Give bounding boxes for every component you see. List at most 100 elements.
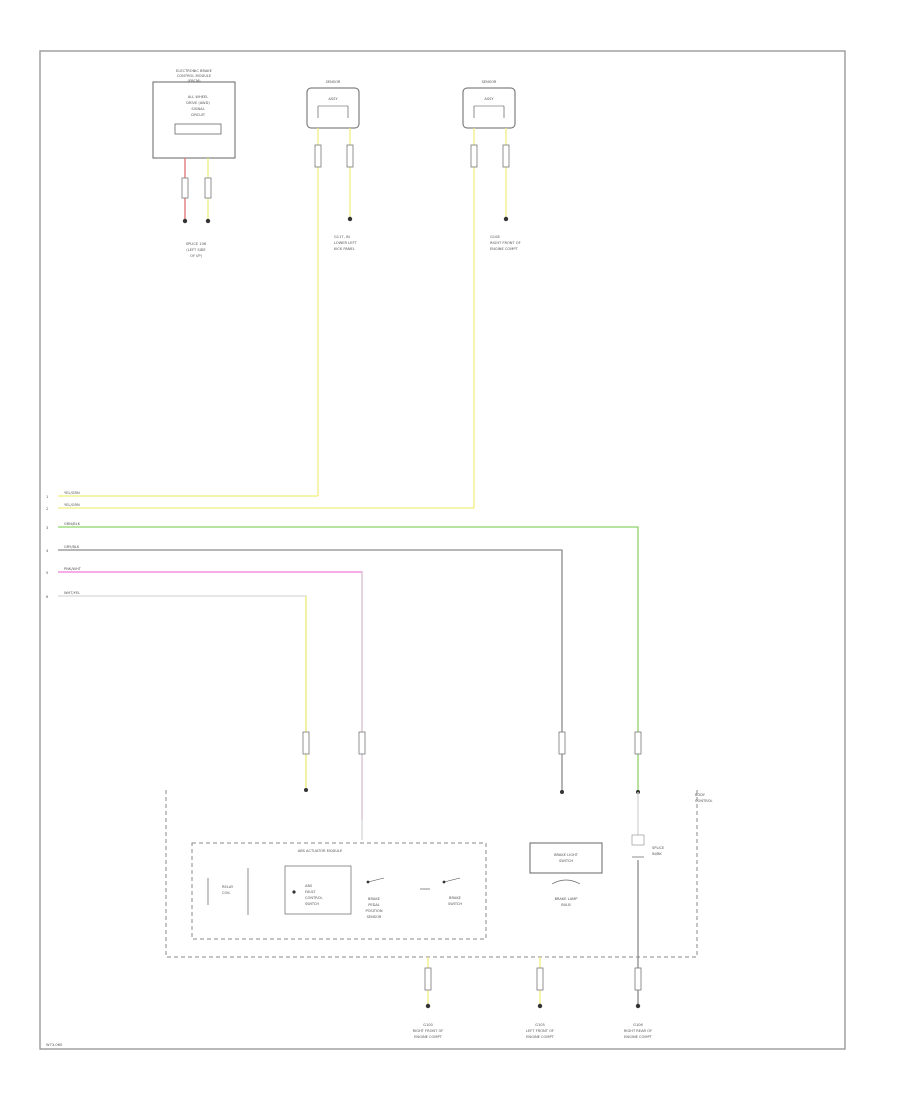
ebcm-title-line1: ELECTRONIC BRAKE	[176, 69, 213, 73]
ground-3-l2: RIGHT REAR OF	[624, 1029, 652, 1033]
splice-label-l2: IN/BK	[652, 852, 662, 856]
brake-light-switch-l2: SWITCH	[559, 859, 573, 863]
relay-label-l1: RELAY	[222, 885, 234, 889]
terminal-dot	[425, 1003, 431, 1009]
terminal-dot	[182, 218, 188, 224]
diagram-code: W73-060	[46, 1043, 63, 1047]
connector	[346, 144, 354, 168]
terminal-dot	[560, 790, 564, 794]
pedal-sensor-l1: BRAKE	[368, 897, 381, 901]
right-sensor-label-l1: SENSOR	[482, 80, 497, 84]
bus-label-6: WHT/YEL	[64, 591, 80, 595]
ebcm-inner-line3: SIGNAL	[191, 107, 204, 111]
brake-lamp-caption-l2: BULB	[561, 903, 571, 907]
connector	[204, 177, 212, 199]
left-sensor-label-l2: ASSY	[328, 97, 338, 101]
ground-label-line2: (LEFT SIDE	[186, 248, 206, 252]
right-sensor-label-l2: ASSY	[484, 97, 494, 101]
abs-actuator-module: ABS ACTUATOR MODULE RELAY COIL ABS FAULT…	[191, 842, 487, 940]
connector	[536, 967, 544, 991]
connector	[181, 177, 189, 199]
lower-enclosure	[165, 790, 698, 958]
bus-labels: 1 YEL/GRN 2 YEL/GRN 3 GRN/BLK 4 GRY/BLK …	[46, 491, 82, 599]
left-sensor: SENSOR ASSY	[306, 80, 360, 129]
abs-module-title: ABS ACTUATOR MODULE	[298, 849, 343, 853]
ebcm-component: ELECTRONIC BRAKE CONTROL MODULE (EBCM) A…	[152, 69, 236, 159]
connector	[314, 144, 322, 168]
ground-1-l2: RIGHT FRONT OF	[413, 1029, 444, 1033]
ebcm-inner-line1: ALL WHEEL	[188, 95, 208, 99]
body-control-l2: CONTROL	[695, 799, 713, 803]
bus-label-num-3: 3	[46, 526, 48, 530]
bus-label-2: YEL/GRN	[64, 503, 80, 507]
ebcm-title-line3: (EBCM)	[187, 79, 201, 83]
pedal-sensor-l4: SENSOR	[367, 915, 382, 919]
ebcm-title-line2: CONTROL MODULE	[177, 74, 212, 78]
right-sensor: SENSOR ASSY	[462, 80, 516, 129]
ground-2-l2: LEFT FRONT OF	[526, 1029, 554, 1033]
bus-wire-3	[58, 526, 639, 760]
ground-label-line1: SPLICE 106	[186, 242, 207, 246]
right-drop-label-l1: G108	[490, 235, 500, 239]
connector	[634, 967, 642, 991]
bus-wire-6	[58, 595, 307, 790]
pedal-sensor-l2: PEDAL	[368, 903, 380, 907]
connector	[634, 731, 642, 755]
bus-label-1: YEL/GRN	[64, 491, 80, 495]
body-control-l1: BODY	[695, 793, 706, 797]
ground-2-l1: G105	[535, 1023, 545, 1027]
brake-switch-l1: BRAKE	[449, 896, 462, 900]
right-drop-label-l3: ENGINE COMPT	[490, 247, 519, 251]
ebcm-inner-line4: CIRCUIT	[191, 113, 206, 117]
terminal-dot	[304, 788, 308, 792]
bus-wire-4	[58, 549, 563, 760]
terminal-dot	[537, 1003, 543, 1009]
connector	[502, 144, 510, 168]
brake-light-switch-l1: BRAKE LIGHT	[554, 853, 579, 857]
pedal-sensor-l3: POSITION	[365, 909, 382, 913]
connector	[424, 967, 432, 991]
terminal-dot	[205, 218, 211, 224]
ground-3-l3: ENGINE COMPT	[624, 1035, 653, 1039]
wire-bus	[58, 495, 639, 840]
terminal-dot	[635, 1003, 641, 1009]
bus-label-num-6: 6	[46, 595, 49, 599]
left-sensor-label-l1: SENSOR	[326, 80, 341, 84]
fault-switch-l3: CONTROL	[305, 896, 323, 900]
splice-label-l1: SPLICE	[652, 846, 665, 850]
bus-label-5: PNK/WHT	[64, 567, 82, 571]
relay-label-l2: COIL	[222, 891, 230, 895]
ebcm-inner-line2: DRIVE (AWD)	[186, 101, 210, 105]
terminal-dot	[347, 216, 353, 222]
connector	[558, 731, 566, 755]
left-drop-label-l1: G117, IN	[334, 235, 350, 239]
ground-1-l3: ENGINE COMPT	[414, 1035, 443, 1039]
bus-label-num-1: 1	[46, 495, 48, 499]
connector	[358, 731, 366, 755]
left-drop-label-l3: KICK PANEL	[334, 247, 355, 251]
ground-label-line3: OF I/P)	[190, 254, 202, 258]
bus-wire-5	[58, 571, 363, 820]
brake-lamp-caption-l1: BRAKE LAMP	[555, 897, 579, 901]
splice-box	[631, 834, 645, 846]
connector	[470, 144, 478, 168]
connector	[302, 731, 310, 755]
bus-label-3: GRN/BLK	[64, 522, 81, 526]
right-drop-label-l2: RIGHT FRONT OF	[490, 241, 521, 245]
bus-label-num-2: 2	[46, 507, 48, 511]
fault-switch-l2: FAULT	[305, 890, 316, 894]
bus-label-num-5: 5	[46, 571, 48, 575]
ground-1-l1: G100	[423, 1023, 433, 1027]
bus-label-num-4: 4	[46, 549, 49, 553]
bus-label-4: GRY/BLK	[64, 545, 80, 549]
fault-switch-l1: ABS	[305, 884, 313, 888]
diagram-frame	[39, 50, 846, 1050]
ground-3-l1: G106	[633, 1023, 643, 1027]
brake-switch-l2: SWITCH	[448, 902, 462, 906]
ground-2-l3: ENGINE COMPT	[526, 1035, 555, 1039]
terminal-dot	[503, 216, 509, 222]
fault-switch-l4: SWITCH	[305, 902, 319, 906]
brake-lamp-component: BRAKE LIGHT SWITCH BRAKE LAMP BULB	[529, 842, 603, 907]
left-drop-label-l2: LOWER LEFT	[334, 241, 357, 245]
